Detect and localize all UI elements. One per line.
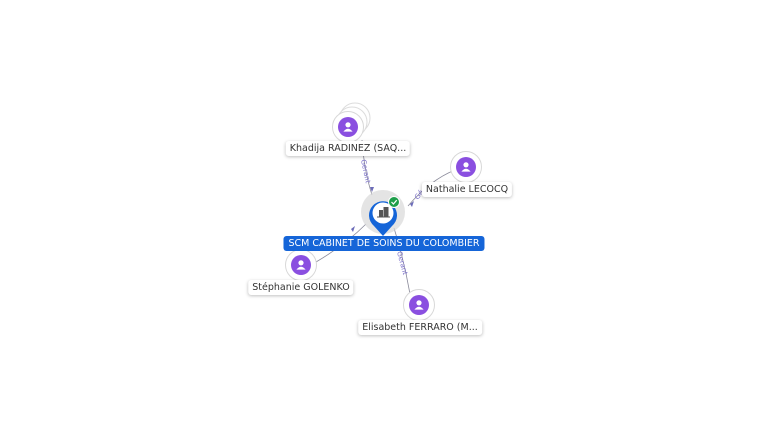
company-label[interactable]: SCM CABINET DE SOINS DU COLOMBIER (283, 236, 485, 251)
person-node-elisabeth[interactable] (403, 289, 435, 321)
person-node-khadija[interactable] (332, 102, 371, 143)
check-icon (391, 199, 398, 205)
person-label-stephanie[interactable]: Stéphanie GOLENKO (248, 280, 354, 295)
person-label-elisabeth[interactable]: Elisabeth FERRARO (M... (358, 320, 482, 335)
edge-elisabeth (393, 227, 411, 295)
arrow-nathalie (410, 201, 414, 207)
person-node-nathalie[interactable] (450, 151, 482, 183)
person-nodes (285, 102, 482, 321)
edge-arrows (351, 187, 414, 232)
person-label-khadija[interactable]: Khadija RADINEZ (SAQ... (285, 141, 411, 156)
company-node[interactable] (361, 190, 405, 236)
building-icon (377, 207, 390, 218)
arrow-stephanie (351, 226, 355, 232)
edge-label-elisabeth: Gerant (395, 250, 409, 276)
arrow-khadija (370, 187, 374, 192)
status-badge (388, 196, 400, 208)
person-node-stephanie[interactable] (285, 249, 317, 281)
person-icon (296, 260, 306, 270)
person-icon (414, 300, 424, 310)
edge-label-khadija: Gerant (359, 159, 372, 184)
person-icon (343, 122, 353, 132)
person-icon (461, 162, 471, 172)
person-label-nathalie[interactable]: Nathalie LECOCQ (421, 182, 513, 197)
